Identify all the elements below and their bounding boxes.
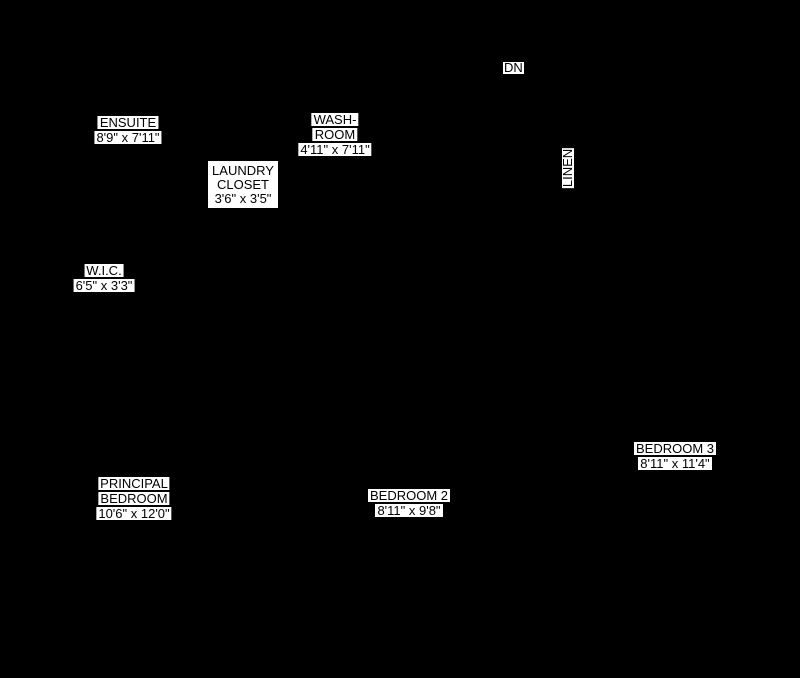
room-dimensions: 6'5" x 3'3" — [73, 278, 135, 293]
room-name: BEDROOM 3 — [633, 441, 717, 456]
room-dimensions: 8'9" x 7'11" — [94, 130, 162, 145]
stairs-down-label: DN — [503, 60, 524, 75]
room-label-washroom: WASH- ROOM 4'11" x 7'11" — [298, 112, 372, 157]
room-name: WASH- — [311, 112, 359, 127]
room-label-bedroom-3: BEDROOM 3 8'11" x 11'4" — [633, 441, 717, 471]
room-name: BEDROOM — [98, 491, 170, 506]
room-label-laundry-closet: LAUNDRY CLOSET 3'6" x 3'5" — [208, 161, 278, 208]
room-name: BEDROOM 2 — [367, 488, 451, 503]
room-label-principal-bedroom: PRINCIPAL BEDROOM 10'6" x 12'0" — [96, 476, 172, 521]
room-name: ENSUITE — [97, 115, 159, 130]
room-name: ROOM — [312, 127, 358, 142]
room-label-bedroom-2: BEDROOM 2 8'11" x 9'8" — [367, 488, 451, 518]
room-dimensions: 10'6" x 12'0" — [96, 506, 172, 521]
room-name: PRINCIPAL — [98, 476, 170, 491]
room-dimensions: 3'6" x 3'5" — [214, 190, 272, 206]
room-dimensions: 4'11" x 7'11" — [298, 142, 372, 157]
room-dimensions: 8'11" x 11'4" — [638, 456, 712, 471]
room-label-wic: W.I.C. 6'5" x 3'3" — [73, 263, 135, 293]
room-name: W.I.C. — [84, 263, 124, 278]
room-dimensions: 8'11" x 9'8" — [375, 503, 443, 518]
room-name: CLOSET — [216, 176, 269, 192]
room-name: LAUNDRY — [212, 162, 274, 178]
room-label-ensuite: ENSUITE 8'9" x 7'11" — [94, 115, 162, 145]
linen-closet-label: LINEN — [560, 147, 575, 189]
